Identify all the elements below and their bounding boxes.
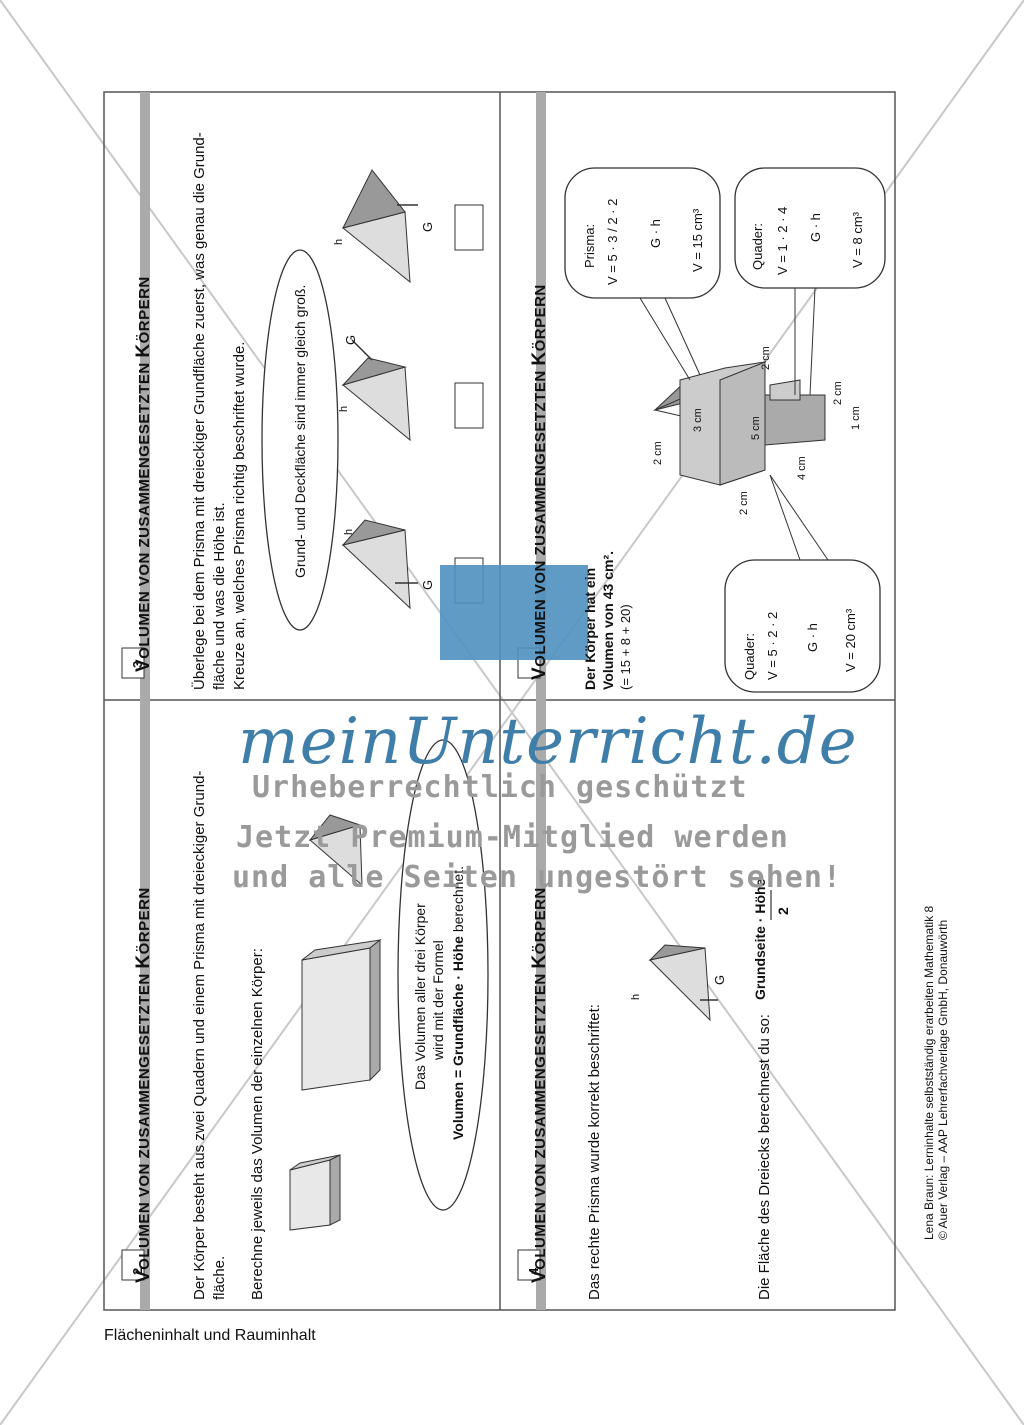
card3-number: 3 xyxy=(130,660,145,668)
card3-heading: VOLUMEN VON ZUSAMMENGESETZTEN KÖRPERN xyxy=(133,276,154,672)
card2-bubble-line1: Das Volumen aller drei Körper xyxy=(412,903,428,1090)
label-h-3: h xyxy=(333,238,345,245)
fraction-numerator: Grundseite · Höhe xyxy=(752,878,768,1000)
watermark-line3: und alle Seiten ungestört sehen! xyxy=(232,860,842,895)
card4-text2: Die Fläche des Dreiecks berechnest du so… xyxy=(756,1014,773,1300)
card3-text3: Kreuze an, welches Prisma richtig beschr… xyxy=(231,341,248,690)
card2-text1: Der Körper besteht aus zwei Quadern und … xyxy=(191,770,208,1300)
watermark-line1: Urheberrechtlich geschützt xyxy=(252,770,748,805)
prism-labeled-card4 xyxy=(648,944,711,1022)
section-title: Flächeninhalt und Rauminhalt xyxy=(104,1327,316,1344)
prism-option-2 xyxy=(341,357,411,442)
result-line1: Der Körper hat ein xyxy=(582,567,598,690)
prisma-result: V = 15 cm³ xyxy=(690,208,705,272)
label-h-1: h xyxy=(343,528,355,535)
quader2-title: Quader: xyxy=(742,633,757,680)
card2-bubble-line2: wird mit der Formel xyxy=(430,940,446,1060)
card2-heading: VOLUMEN VON ZUSAMMENGESETZTEN KÖRPERN xyxy=(133,887,154,1283)
quader1-title: Quader: xyxy=(750,223,765,270)
composite-body xyxy=(653,360,826,486)
dim-label: 3 cm xyxy=(692,408,704,432)
hint-bubble-card2 xyxy=(397,739,489,1211)
quader2-result: V = 20 cm³ xyxy=(843,608,858,672)
card3-text1: Überlege bei dem Prisma mit dreieckiger … xyxy=(191,132,208,690)
quader1-gh: G · h xyxy=(808,213,823,242)
callout-quader-2 xyxy=(724,559,881,693)
callout-prisma xyxy=(564,167,721,299)
cuboid-large xyxy=(301,938,382,1091)
card4-text1: Das rechte Prisma wurde korrekt beschrif… xyxy=(586,1004,603,1300)
quader1-result: V = 8 cm³ xyxy=(850,212,865,268)
card2-bubble-line3: Volumen = Grundfläche · Höhe berechnet. xyxy=(450,866,466,1140)
card2-number: 2 xyxy=(130,1267,145,1275)
card-number-icon-4 xyxy=(517,1249,541,1281)
label-G-2: G xyxy=(343,334,358,345)
card-number-icon-2 xyxy=(121,1249,145,1281)
dim-label: 2 cm xyxy=(738,491,750,515)
card-number-icon-3 xyxy=(121,647,145,679)
quader2-gh: G · h xyxy=(805,623,820,652)
dim-label: 2 cm xyxy=(652,441,664,465)
credit-line1: Lena Braun: Lerninhalte selbstständig er… xyxy=(922,905,936,1240)
cuboid-small xyxy=(289,1154,341,1231)
dim-label: 4 cm xyxy=(796,456,808,480)
prisma-title: Prisma: xyxy=(582,223,597,268)
dim-label: 2 cm xyxy=(832,381,844,405)
card3-bubble-text: Grund- und Deckfläche sind immer gleich … xyxy=(292,284,308,578)
watermark-brand: meinUnterricht.de xyxy=(238,705,858,779)
watermark-line2: Jetzt Premium-Mitglied werden xyxy=(236,820,789,855)
card2-text3: Berechne jeweils das Volumen der einzeln… xyxy=(249,948,266,1300)
prism-option-3 xyxy=(341,169,411,284)
prisma-formula: V = 5 · 3 / 2 · 2 xyxy=(605,198,620,285)
dim-label: 5 cm xyxy=(750,416,762,440)
label-G-1: G xyxy=(420,579,435,590)
card5-heading: VOLUMEN VON ZUSAMMENGESETZTEN KÖRPERN xyxy=(529,284,550,680)
dim-label: 1 cm xyxy=(850,406,862,430)
label-h-2: h xyxy=(338,405,350,412)
prisma-gh: G · h xyxy=(648,219,663,248)
credit-block: Lena Braun: Lerninhalte selbstständig er… xyxy=(922,906,950,1240)
dim-label: 2 cm xyxy=(760,346,772,370)
fraction-denominator: 2 xyxy=(775,907,791,915)
quader1-formula: V = 1 · 2 · 4 xyxy=(775,206,790,275)
card2-text2: fläche. xyxy=(211,1255,228,1300)
watermark-cloud-logo xyxy=(440,565,588,660)
result-line3: (= 15 + 8 + 20) xyxy=(618,604,633,690)
card4-label-h: h xyxy=(630,993,642,1000)
card3-text2: fläche und was die Höhe ist. xyxy=(211,502,228,690)
hint-bubble-card3 xyxy=(261,249,339,631)
quader2-formula: V = 5 · 2 · 2 xyxy=(765,611,780,680)
card4-number: 4 xyxy=(526,1267,541,1275)
card4-label-G: G xyxy=(712,974,727,985)
prism-small-card2 xyxy=(308,814,363,887)
checkbox-prism-3[interactable] xyxy=(454,204,484,251)
result-line2: Volumen von 43 cm². xyxy=(600,551,616,690)
card4-heading: VOLUMEN VON ZUSAMMENGESETZTEN KÖRPERN xyxy=(529,887,550,1283)
label-G-3: G xyxy=(420,221,435,232)
prism-option-1 xyxy=(341,519,411,610)
callout-quader-1 xyxy=(734,167,886,289)
credit-line2: © Auer Verlag – AAP Lehrerfachverlage Gm… xyxy=(936,919,950,1240)
checkbox-prism-2[interactable] xyxy=(454,382,484,429)
